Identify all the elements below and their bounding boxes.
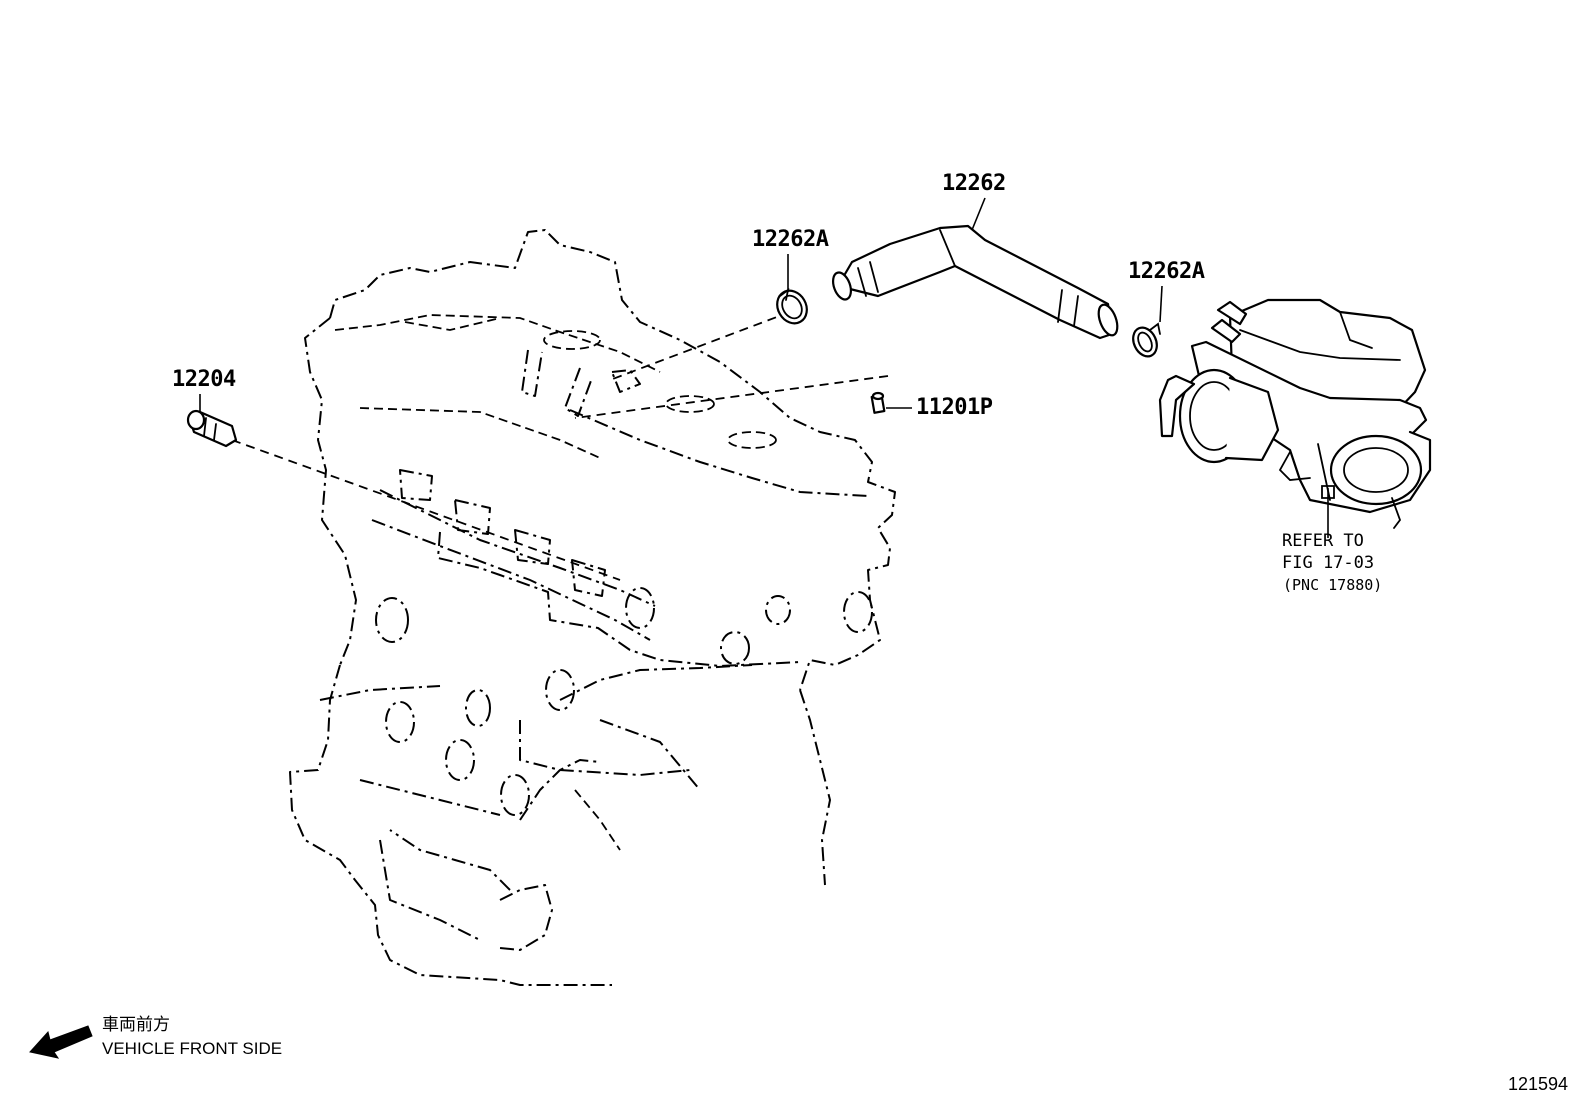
reference-line-1: REFER TO bbox=[1282, 531, 1364, 551]
direction-label-japanese: 車両前方 bbox=[102, 1015, 170, 1034]
direction-label-english: VEHICLE FRONT SIDE bbox=[102, 1039, 282, 1058]
reference-line-3: (PNC 17880) bbox=[1283, 576, 1382, 594]
throttle-body-assembly[interactable] bbox=[1158, 298, 1432, 538]
label-12262: 12262 bbox=[942, 171, 1006, 196]
pcv-valve-12204[interactable] bbox=[186, 394, 238, 448]
label-12204: 12204 bbox=[172, 367, 236, 392]
leader-lines bbox=[231, 311, 889, 581]
label-11201p: 11201P bbox=[916, 395, 993, 420]
reference-line-2: FIG 17-03 bbox=[1282, 553, 1374, 573]
front-direction-arrow-icon bbox=[29, 1025, 93, 1059]
pin-11201p[interactable] bbox=[870, 391, 912, 414]
hose-clamp-12262a-left[interactable] bbox=[771, 254, 812, 329]
label-12262a-left: 12262A bbox=[752, 227, 829, 252]
engine-block-outline bbox=[289, 229, 896, 986]
ventilation-hose-12262[interactable] bbox=[830, 197, 1121, 340]
figure-number: 121594 bbox=[1508, 1074, 1568, 1094]
hose-clamp-12262a-right[interactable] bbox=[1129, 285, 1163, 360]
label-12262a-right: 12262A bbox=[1128, 259, 1205, 284]
